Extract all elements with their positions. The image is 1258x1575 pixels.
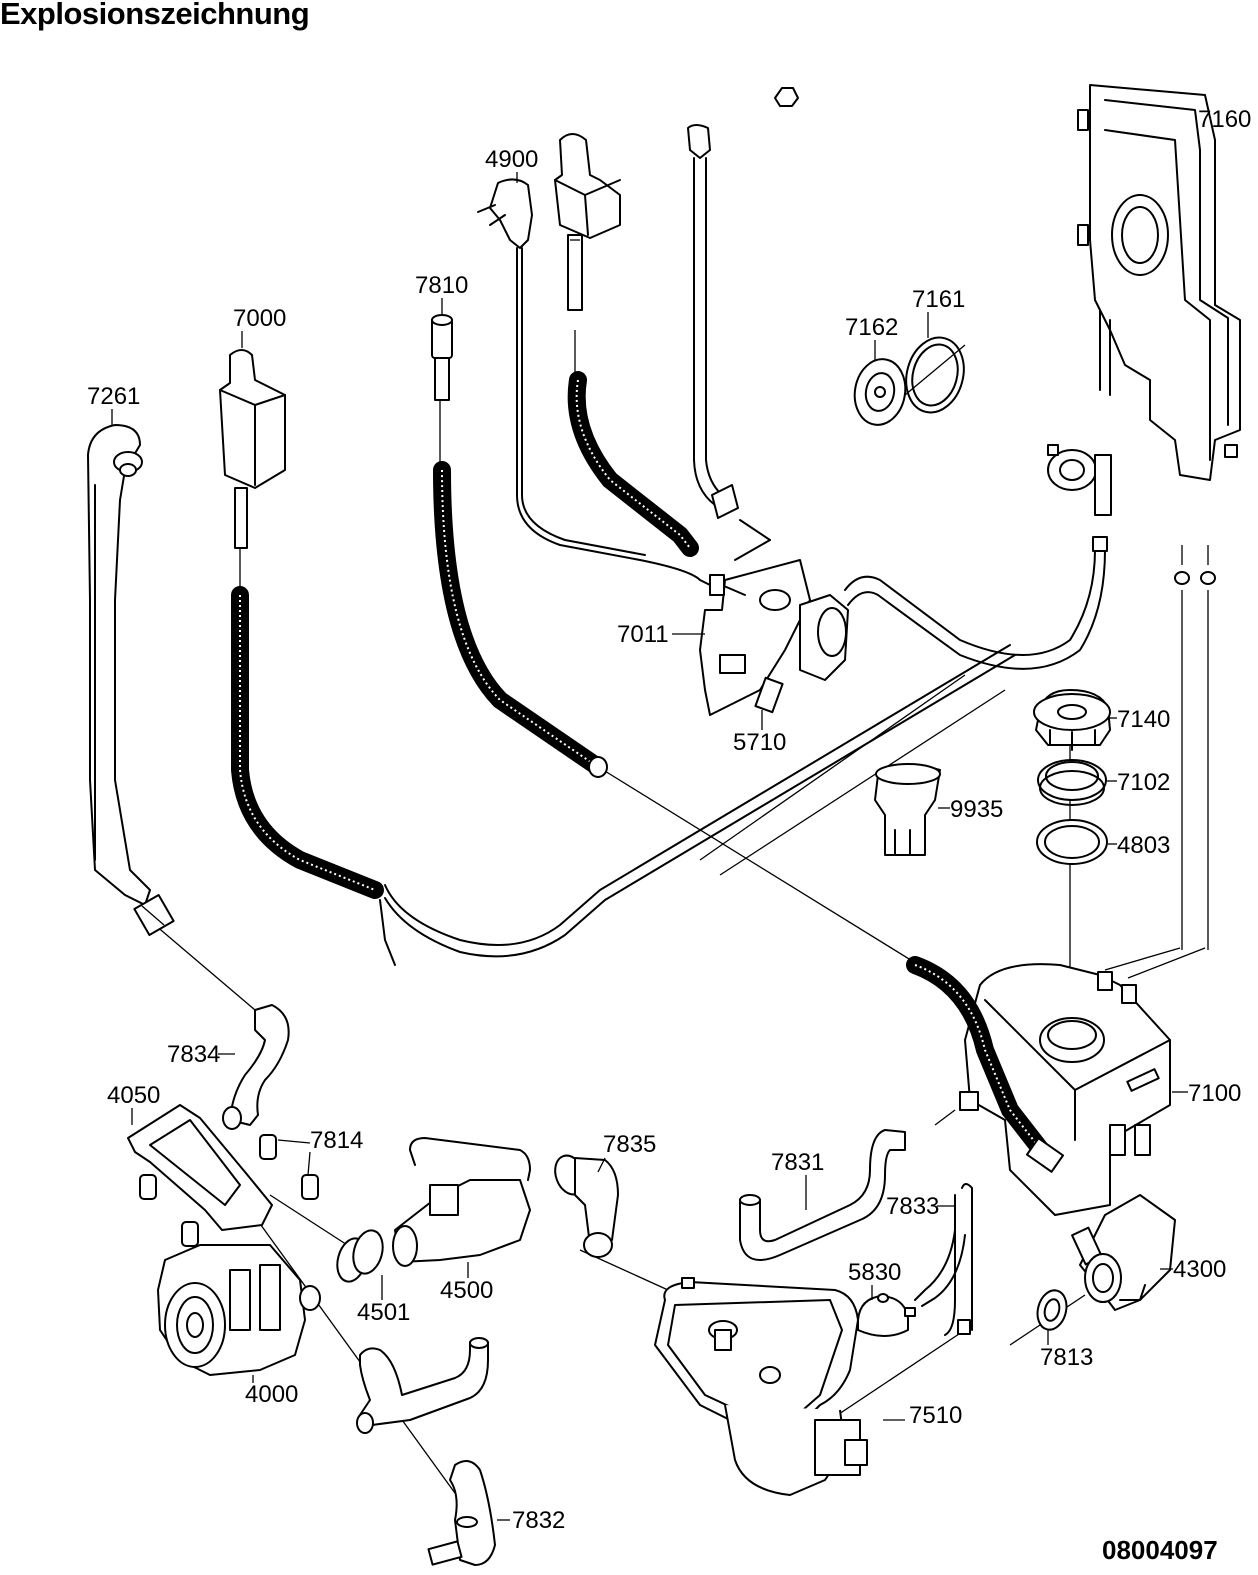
part-4500-heating-element[interactable] (392, 1137, 531, 1267)
part-4050-pump-bracket[interactable] (127, 1104, 273, 1231)
label-5830: 5830 (848, 1259, 901, 1286)
part-4900-plug-cable[interactable] (477, 178, 721, 591)
part-7814-hose-clamps[interactable] (139, 1134, 319, 1247)
part-7261-drain-hose[interactable] (87, 424, 175, 936)
part-7161-seal-ring[interactable] (898, 331, 972, 419)
label-7510: 7510 (909, 1402, 962, 1429)
part-7162-cover-disc[interactable] (850, 355, 911, 429)
part-4300-drain-pump[interactable] (1071, 1194, 1176, 1311)
label-7813: 7813 (1040, 1344, 1093, 1371)
drawing-number: 08004097 (1102, 1535, 1218, 1565)
part-5710-inlet-valve[interactable] (709, 574, 849, 714)
part-7510-sump[interactable] (654, 1277, 868, 1496)
label-7831: 7831 (771, 1149, 824, 1176)
part-7102-threaded-ring[interactable] (1037, 759, 1107, 806)
label-7833: 7833 (886, 1193, 939, 1220)
label-9935: 9935 (950, 796, 1003, 823)
label-7100: 7100 (1188, 1080, 1241, 1107)
part-4803-gasket[interactable] (1036, 819, 1108, 865)
label-7261: 7261 (87, 383, 140, 410)
part-7100-water-softener[interactable] (906, 956, 1171, 1216)
label-4300: 4300 (1173, 1256, 1226, 1283)
part-7000-aquastop-hose[interactable] (219, 349, 1016, 966)
part-connecting-hose-right[interactable] (844, 536, 1108, 670)
label-7102: 7102 (1117, 769, 1170, 796)
label-7835: 7835 (603, 1131, 656, 1158)
label-4501: 4501 (357, 1299, 410, 1326)
label-7000: 7000 (233, 305, 286, 332)
label-4803: 4803 (1117, 832, 1170, 859)
label-7162: 7162 (845, 314, 898, 341)
label-7011: 7011 (617, 621, 669, 648)
label-7832: 7832 (512, 1507, 565, 1534)
label-7834: 7834 (167, 1041, 220, 1068)
part-connector-fitting (1047, 444, 1112, 516)
part-4000-circulation-pump[interactable] (157, 1244, 321, 1376)
part-aquastop-valve-block[interactable] (554, 133, 699, 557)
diagram-title: Explosionszeichnung (0, 0, 310, 31)
label-7160: 7160 (1198, 106, 1251, 133)
part-7833-pressure-hose[interactable] (914, 1183, 973, 1336)
part-7160-side-channel[interactable] (1077, 84, 1241, 481)
part-labels: 4900 7810 7000 7261 7162 7161 7160 7011 … (87, 106, 1251, 1534)
part-7835-elbow-hose[interactable] (550, 1151, 619, 1258)
label-7810: 7810 (415, 272, 468, 299)
part-y-hose[interactable] (356, 1337, 489, 1434)
part-7810-inlet-hose[interactable] (431, 314, 608, 778)
part-7140-salt-cap[interactable] (1033, 689, 1111, 751)
small-nut (774, 87, 799, 107)
part-7831-hose[interactable] (739, 1129, 906, 1261)
label-7814: 7814 (310, 1127, 363, 1154)
part-9935-funnel[interactable] (874, 763, 941, 856)
label-4000: 4000 (245, 1381, 298, 1408)
part-7832-hose[interactable] (427, 1460, 496, 1566)
label-7161: 7161 (912, 286, 965, 313)
label-7140: 7140 (1117, 706, 1170, 733)
label-4050: 4050 (107, 1082, 160, 1109)
label-4900: 4900 (485, 146, 538, 173)
part-7813-pump-seal[interactable] (1033, 1287, 1070, 1333)
part-inlet-hose-top[interactable] (687, 124, 771, 561)
part-4501-heater-seal[interactable] (333, 1227, 387, 1285)
part-5830-pressure-switch[interactable] (857, 1293, 916, 1337)
part-7834-hose[interactable] (222, 1004, 290, 1130)
label-5710: 5710 (733, 729, 786, 756)
small-plugs (1174, 571, 1216, 585)
label-4500: 4500 (440, 1277, 493, 1304)
